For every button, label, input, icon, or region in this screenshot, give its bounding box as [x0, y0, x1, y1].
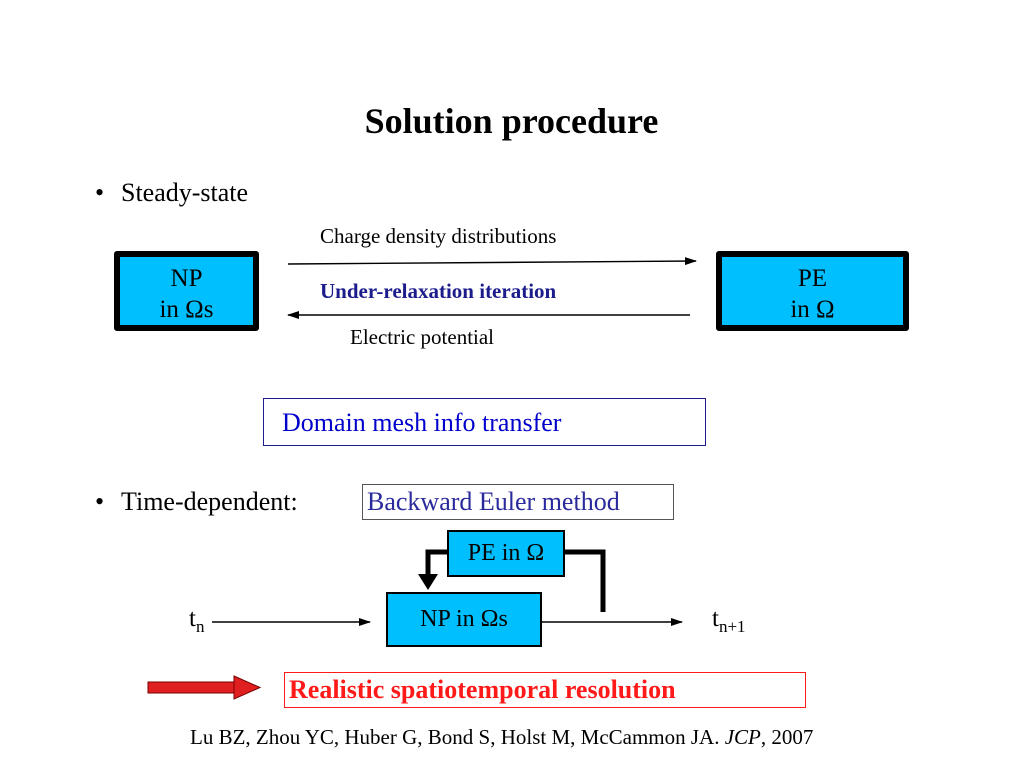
tn-sub: n	[195, 617, 205, 636]
np-box-line2: in Ωs	[159, 296, 214, 323]
tn1-sub: n+1	[718, 617, 746, 636]
pe-box-line1: PE	[797, 265, 828, 292]
time-tn-label: tn	[189, 605, 204, 637]
bullet-marker-timedep: •	[95, 487, 105, 516]
time-dependent-label: Time-dependent:	[121, 487, 298, 516]
tn-base: t	[189, 605, 196, 632]
electric-potential-label: Electric potential	[350, 325, 495, 349]
red-arrow-shaft	[147, 681, 237, 694]
np-small-box-label: NP in Ωs	[420, 606, 508, 632]
highlight-box: Realistic spatiotemporal resolution	[284, 672, 806, 708]
slide-title: Solution procedure	[364, 101, 659, 141]
citation-authors: Lu BZ, Zhou YC, Huber G, Bond S, Holst M…	[190, 725, 725, 749]
steady-state-label: Steady-state	[121, 178, 249, 207]
feedback-connector	[565, 549, 606, 612]
feedback-return	[425, 549, 447, 578]
mesh-transfer-label: Domain mesh info transfer	[282, 408, 562, 437]
citation-year: , 2007	[760, 725, 814, 749]
bullet-marker-steady: •	[95, 178, 105, 207]
charge-density-label: Charge density distributions	[320, 224, 557, 248]
red-arrow-head	[233, 675, 262, 700]
np-small-box: NP in Ωs	[386, 592, 542, 647]
pe-box: PE in Ω	[716, 251, 909, 331]
pe-small-box: PE in Ω	[447, 530, 565, 577]
under-relaxation-label: Under-relaxation iteration	[320, 279, 557, 303]
np-box: NP in Ωs	[114, 251, 259, 331]
backward-euler-label: Backward Euler method	[367, 487, 620, 516]
feedback-arrowhead	[418, 574, 438, 590]
citation-journal: JCP	[724, 725, 761, 749]
tn1-base: t	[712, 605, 719, 632]
highlight-label: Realistic spatiotemporal resolution	[289, 675, 676, 704]
pe-box-line2: in Ω	[790, 296, 835, 323]
mesh-transfer-box: Domain mesh info transfer	[263, 398, 706, 446]
arrow-charge-right	[287, 257, 697, 266]
citation: Lu BZ, Zhou YC, Huber G, Bond S, Holst M…	[190, 725, 813, 750]
pe-small-box-label: PE in Ω	[467, 540, 545, 566]
np-box-line1: NP	[170, 265, 203, 292]
backward-euler-box: Backward Euler method	[362, 484, 674, 520]
time-tn1-label: tn+1	[712, 605, 746, 637]
